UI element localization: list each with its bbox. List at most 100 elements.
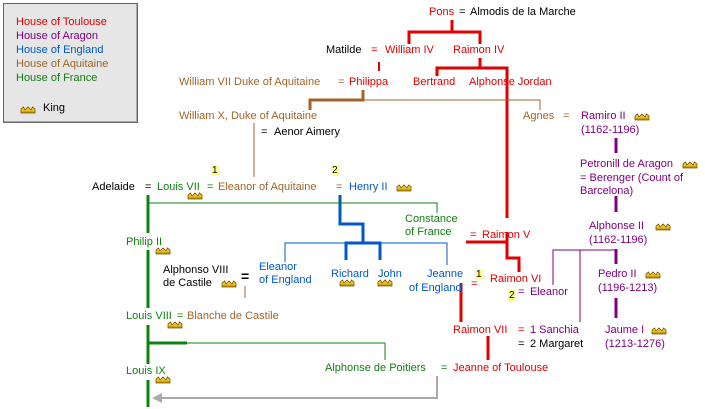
inheritance-arrow	[152, 376, 438, 403]
person-louis-vii: Louis VII	[157, 181, 200, 193]
person-louis-viii: Louis VIII	[126, 310, 172, 322]
person-alphonse-ii: Alphonse II	[589, 220, 645, 232]
crown-icon	[20, 105, 36, 114]
person-eleanor-of-england-line1: Eleanor	[259, 261, 297, 273]
person-john: John	[378, 268, 402, 280]
inheritance-arrow-line	[160, 376, 438, 399]
person-constance-line1: Constance	[405, 213, 458, 225]
france-lines	[146, 195, 187, 407]
crown-icon	[377, 278, 393, 287]
marriage-sign: =	[371, 44, 378, 56]
crown-icon	[187, 191, 203, 200]
marriage-sign: =	[470, 229, 477, 241]
person-bertrand: Bertrand	[413, 76, 456, 88]
person-jeanne-of-england-line2: of England	[409, 282, 462, 294]
person-philippa: Philippa	[349, 76, 389, 88]
marriage-sign: =	[145, 181, 152, 193]
person-pons: Pons	[429, 6, 455, 18]
person-jaume-i: Jaume I	[605, 324, 645, 336]
crown-icon	[634, 112, 650, 121]
person-almodis: Almodis de la Marche	[470, 6, 576, 18]
marriage-sign: =	[563, 110, 570, 122]
legend-king-label: King	[43, 102, 66, 114]
marriage-sign: =	[338, 76, 345, 88]
line-henry-richard	[338, 195, 365, 260]
crown-icon	[339, 278, 355, 287]
person-william-iv: William IV	[385, 44, 434, 56]
line-children-bar	[284, 242, 448, 265]
person-alphonse-jordan: Alphonse Jordan	[469, 76, 552, 88]
line-raimon-iv-bertrand	[435, 58, 482, 76]
pedro-ii-years: (1196-1213)	[598, 282, 658, 294]
person-raimon-vi: Raimon VI	[490, 273, 542, 285]
marriage-sign: =	[336, 181, 343, 193]
marriage-sign: =	[518, 324, 525, 336]
person-aenor: Aenor Aimery	[274, 126, 341, 138]
legend-box: House of Toulouse House of Aragon House …	[3, 3, 138, 123]
line-raimon-v-raimon-vi	[505, 242, 521, 272]
person-petronill: Petronill de Aragon	[580, 158, 673, 170]
person-louis-ix: Louis IX	[126, 365, 166, 377]
england-lines	[338, 195, 382, 260]
legend-aragon: House of Aragon	[16, 30, 98, 42]
person-eleanor-of-aquitaine: Eleanor of Aquitaine	[218, 181, 317, 193]
crown-icon	[167, 320, 183, 329]
person-pedro-ii: Pedro II	[598, 268, 637, 280]
toulouse-lines	[407, 20, 521, 360]
person-alphonso-viii-line2: de Castile	[163, 277, 212, 289]
person-matilde: Matilde	[326, 44, 362, 56]
person-jeanne-of-toulouse: Jeanne of Toulouse	[453, 362, 549, 374]
crown-icon	[155, 246, 171, 255]
person-agnes: Agnes	[523, 110, 555, 122]
marriage-number-2: 2	[331, 165, 339, 176]
marriage-sign: =	[261, 126, 268, 138]
person-sanchia: 1 Sanchia	[530, 324, 579, 336]
crown-icon	[396, 183, 412, 192]
person-jeanne-of-england-line1: Jeanne	[427, 268, 464, 280]
person-berenger-line2: Barcelona)	[580, 185, 634, 197]
marriage-number-1: 1	[211, 165, 219, 176]
legend-aquitaine: House of Aquitaine	[16, 58, 109, 70]
marriage-sign: =	[518, 286, 525, 298]
line-philippa-agnes	[363, 99, 541, 110]
marriage-number-2: 2	[508, 290, 516, 301]
crown-icon	[682, 160, 698, 169]
person-raimon-iv: Raimon IV	[453, 44, 505, 56]
line-pons-raimon-iv	[452, 30, 482, 44]
person-adelaide: Adelaide	[92, 181, 135, 193]
person-raimon-vii: Raimon VII	[453, 324, 508, 336]
person-philip-ii: Philip II	[126, 236, 163, 248]
legend-france: House of France	[16, 72, 98, 84]
person-alphonso-viii-line1: Alphonso VIII	[163, 264, 229, 276]
person-raimon-v: Raimon V	[482, 229, 531, 241]
person-eleanor-of-aragon: Eleanor	[530, 286, 568, 298]
person-richard: Richard	[331, 268, 369, 280]
person-william-x: William X, Duke of Aquitaine	[179, 110, 318, 122]
crown-icon	[155, 375, 171, 384]
person-berenger-line1: = Berenger (Count of	[580, 172, 683, 185]
crown-icon	[651, 326, 667, 335]
person-william-vii: William VII Duke of Aquitaine	[179, 76, 321, 88]
line-henry-john	[363, 241, 382, 260]
marriage-sign: =	[241, 268, 250, 284]
aquitaine-lines	[308, 90, 365, 110]
marriage-sign: =	[471, 278, 478, 290]
marriage-number-1: 1	[475, 269, 483, 280]
line-louis-viii-alphonse	[187, 342, 386, 360]
legend-england: House of England	[16, 44, 104, 56]
line-alphonse-eleanor	[552, 249, 580, 285]
person-constance-line2: of France	[405, 226, 452, 238]
person-blanche-de-castile: Blanche de Castile	[187, 310, 279, 322]
marriage-sign: =	[459, 6, 466, 18]
person-eleanor-of-england-line2: of England	[259, 274, 312, 286]
crown-icon	[645, 270, 661, 279]
line-philippa-william-x	[308, 90, 365, 110]
person-alphonse-de-poitiers: Alphonse de Poitiers	[325, 362, 426, 374]
person-henry-ii: Henry II	[349, 181, 388, 193]
marriage-sign: =	[580, 172, 587, 184]
marriage-sign: =	[441, 362, 448, 374]
person-ramiro-ii: Ramiro II	[581, 110, 626, 122]
person-margaret: 2 Margaret	[530, 338, 584, 350]
